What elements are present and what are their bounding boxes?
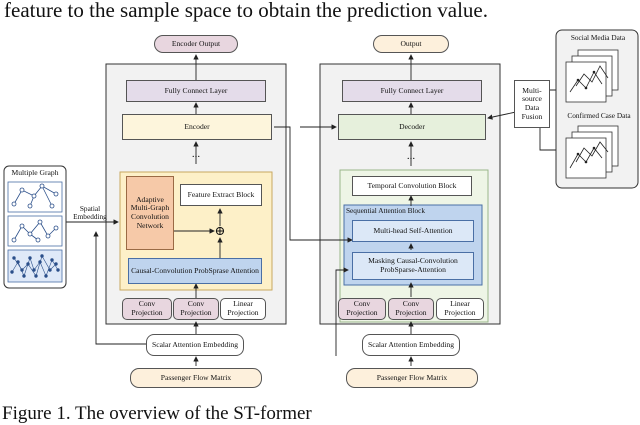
social-media-title: Social Media Data <box>570 33 626 42</box>
left-input-passenger-flow: Passenger Flow Matrix <box>130 368 262 388</box>
right-conv-projection-1: Conv Projection <box>338 298 386 320</box>
confirmed-case-title: Confirmed Case Data <box>567 111 631 120</box>
encoder-output-node: Encoder Output <box>154 35 238 53</box>
right-fully-connect-layer: Fully Connect Layer <box>342 80 482 102</box>
decoder-block: Decoder <box>338 114 486 140</box>
multiple-graph-title: Multiple Graph <box>11 168 59 177</box>
sum-icon: ⊕ <box>214 222 226 238</box>
right-input-passenger-flow: Passenger Flow Matrix <box>346 368 478 388</box>
left-conv-projection-1: Conv Projection <box>122 298 172 320</box>
left-linear-projection: Linear Projection <box>220 298 266 320</box>
encoder-block: Encoder <box>122 114 272 140</box>
sequential-attention-title: Sequential Attention Block <box>346 206 426 215</box>
left-stack-dots: ... <box>191 148 201 160</box>
left-fully-connect-layer: Fully Connect Layer <box>126 80 266 102</box>
figure-caption: Figure 1. The overview of the ST-former <box>2 403 312 424</box>
left-causal-attention: Causal-Convolution ProbSprase Attention <box>128 258 262 284</box>
masking-causal-attention: Masking Causal-Convolution ProbSparse-At… <box>352 252 474 280</box>
left-conv-projection-2: Conv Projection <box>173 298 219 320</box>
spatial-embedding-label: Spatial Embedding <box>73 204 107 222</box>
header-text: feature to the sample space to obtain th… <box>4 0 488 22</box>
right-linear-projection: Linear Projection <box>436 298 484 320</box>
temporal-convolution-block: Temporal Convolution Block <box>352 176 472 196</box>
amgcn-block: Adaptive Multi-Graph Convolution Network <box>126 176 174 250</box>
left-scalar-embedding: Scalar Attention Embedding <box>146 334 244 356</box>
multi-source-fusion: Multi-source Data Fusion <box>514 80 550 128</box>
right-stack-dots: ... <box>406 150 416 162</box>
right-conv-projection-2: Conv Projection <box>388 298 434 320</box>
output-node: Output <box>373 35 449 53</box>
multihead-self-attention: Multi-head Self-Attention <box>352 220 474 242</box>
right-scalar-embedding: Scalar Attention Embedding <box>362 334 460 356</box>
feature-extract-block: Feature Extract Block <box>180 184 262 206</box>
